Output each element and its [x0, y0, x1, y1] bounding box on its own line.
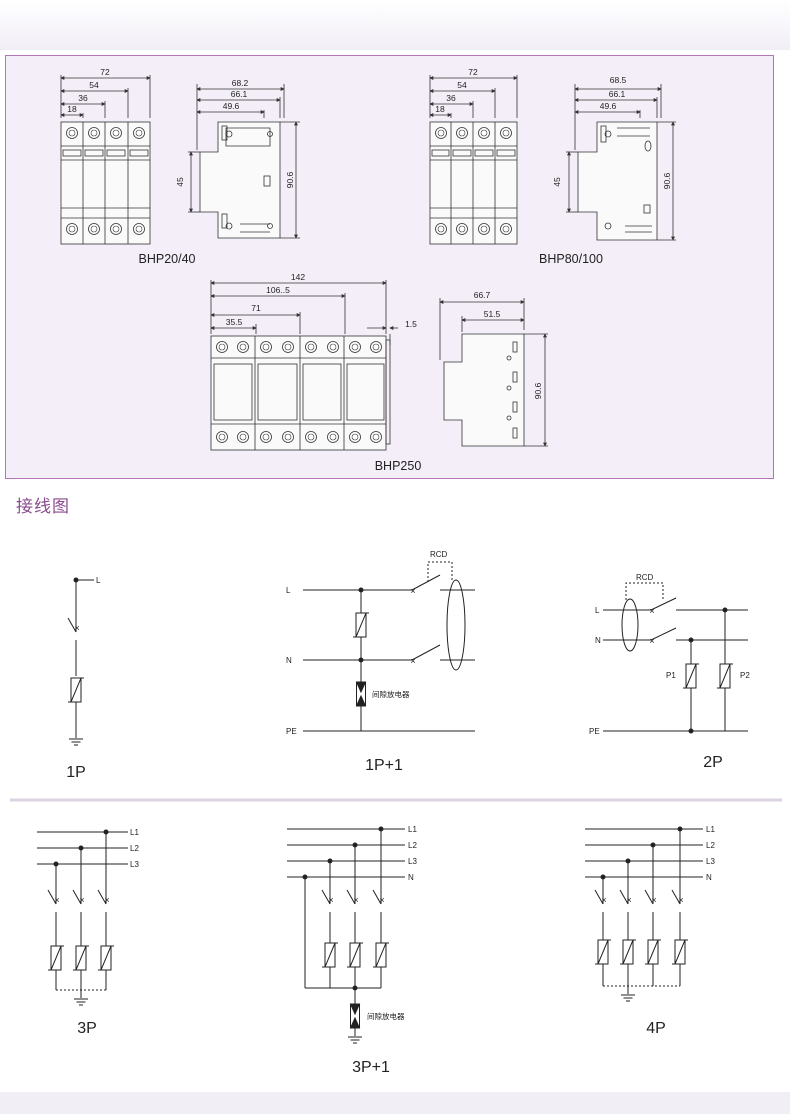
- bhp250-side-dim-667: 66.7: [474, 290, 491, 300]
- bhp250-front-view: [210, 280, 398, 451]
- wiring-3p-L1: L1: [130, 828, 139, 837]
- wiring-3p-L3: L3: [130, 860, 139, 869]
- bhp80100-label: BHP80/100: [539, 252, 603, 266]
- wiring-1p-line-label: L: [96, 576, 101, 585]
- switch-x-mark: ×: [353, 895, 358, 905]
- bhp80100-side-dim-496: 49.6: [600, 101, 617, 111]
- switch-x-mark: ×: [104, 895, 109, 905]
- wiring-3p-caption: 3P: [77, 1020, 97, 1037]
- wiring-4p: [585, 826, 703, 1002]
- switch-x-mark: ×: [74, 623, 79, 633]
- switch-x-mark: ×: [379, 895, 384, 905]
- bhp250-side-view: [439, 298, 548, 447]
- wiring-2p: [603, 582, 748, 734]
- bhp80100-dim-54: 54: [457, 80, 467, 90]
- wiring-3p-plus-1: [287, 826, 405, 1044]
- switch-x-mark: ×: [651, 895, 656, 905]
- wiring-3p1-caption: 3P+1: [352, 1059, 390, 1076]
- bhp250-dim-355: 35.5: [226, 317, 243, 327]
- wiring-3p1-gap-label: 间隙放电器: [367, 1011, 405, 1021]
- bhp80100-side-view: [566, 84, 676, 241]
- bhp250-height-906: 90.6: [533, 382, 543, 399]
- wiring-1p-caption: 1P: [66, 764, 86, 781]
- wiring-2p-N: N: [595, 636, 601, 645]
- bhp250-dim-1065: 106..5: [266, 285, 290, 295]
- switch-x-mark: ×: [410, 656, 415, 666]
- bhp2040-side-dim-496: 49.6: [223, 101, 240, 111]
- bhp80100-height-45: 45: [552, 177, 562, 187]
- wiring-2p-PE: PE: [589, 727, 600, 736]
- wiring-4p-L1: L1: [706, 825, 715, 834]
- wiring-3p-L2: L2: [130, 844, 139, 853]
- section-title: 接线图: [16, 497, 70, 517]
- wiring-4p-N: N: [706, 873, 712, 882]
- switch-x-mark: ×: [79, 895, 84, 905]
- wiring-2p-caption: 2P: [703, 754, 723, 771]
- bhp2040-height-45: 45: [175, 177, 185, 187]
- bhp2040-dim-72: 72: [100, 67, 110, 77]
- bhp80100-dim-36: 36: [446, 93, 456, 103]
- bhp2040-side-dim-682: 68.2: [232, 78, 249, 88]
- wiring-3p1-L3: L3: [408, 857, 417, 866]
- wiring-1p1-caption: 1P+1: [365, 757, 403, 774]
- wiring-2p-L: L: [595, 606, 600, 615]
- wiring-1p-plus-1: [303, 561, 475, 732]
- bhp250-side-dim-515: 51.5: [484, 309, 501, 319]
- wiring-3p1-L2: L2: [408, 841, 417, 850]
- wiring-1p1-L: L: [286, 586, 291, 595]
- bhp80100-front-view: [429, 75, 518, 245]
- bhp2040-dim-18: 18: [67, 104, 77, 114]
- wiring-1p1-gap-label: 间隙放电器: [372, 689, 410, 699]
- bhp2040-side-view: [188, 84, 300, 239]
- bhp80100-dim-18: 18: [435, 104, 445, 114]
- wiring-4p-L2: L2: [706, 841, 715, 850]
- bhp2040-side-dim-661: 66.1: [231, 89, 248, 99]
- bhp250-dim-142: 142: [291, 272, 305, 282]
- bhp250-label: BHP250: [375, 459, 422, 473]
- wiring-2p-rcd: RCD: [636, 573, 654, 582]
- switch-x-mark: ×: [626, 895, 631, 905]
- wiring-3p1-N: N: [408, 873, 414, 882]
- switch-x-mark: ×: [410, 586, 415, 596]
- wiring-1p: [67, 577, 94, 746]
- wiring-1p1-N: N: [286, 656, 292, 665]
- bhp80100-height-906: 90.6: [662, 172, 672, 189]
- bhp250-dim-71: 71: [251, 303, 261, 313]
- switch-x-mark: ×: [601, 895, 606, 905]
- bhp2040-dim-36: 36: [78, 93, 88, 103]
- top-band: [0, 0, 790, 50]
- wiring-1p1-rcd: RCD: [430, 550, 448, 559]
- switch-x-mark: ×: [678, 895, 683, 905]
- wiring-4p-L3: L3: [706, 857, 715, 866]
- switch-x-mark: ×: [649, 636, 654, 646]
- wiring-3p: [37, 829, 128, 1006]
- wiring-2p-p2: P2: [740, 671, 750, 680]
- bhp2040-front-view: [60, 75, 151, 245]
- bhp80100-dim-72: 72: [468, 67, 478, 77]
- wiring-3p1-L1: L1: [408, 825, 417, 834]
- bhp250-gap-15: 1.5: [405, 319, 417, 329]
- bhp2040-label: BHP20/40: [139, 252, 196, 266]
- wiring-1p1-PE: PE: [286, 727, 297, 736]
- switch-x-mark: ×: [649, 606, 654, 616]
- switch-x-mark: ×: [54, 895, 59, 905]
- bhp2040-height-906: 90.6: [285, 171, 295, 188]
- bhp80100-side-dim-685: 68.5: [610, 75, 627, 85]
- bhp2040-dim-54: 54: [89, 80, 99, 90]
- bottom-band: [0, 1092, 790, 1114]
- wiring-2p-p1: P1: [666, 671, 676, 680]
- switch-x-mark: ×: [328, 895, 333, 905]
- bhp80100-side-dim-661: 66.1: [609, 89, 626, 99]
- wiring-4p-caption: 4P: [646, 1020, 666, 1037]
